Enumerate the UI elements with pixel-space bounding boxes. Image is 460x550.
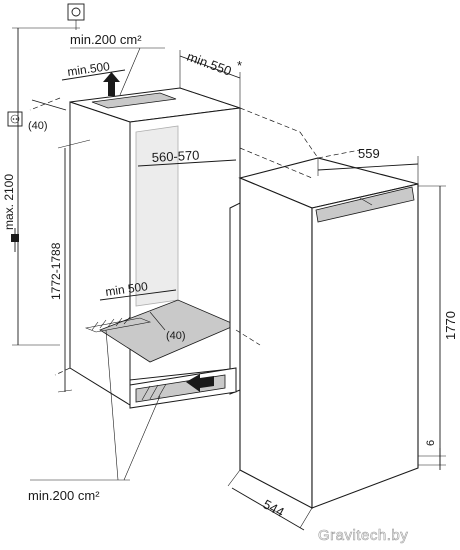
appliance-width-line	[317, 163, 419, 171]
plinth-label: 6	[425, 440, 437, 446]
control-strip-mark	[359, 197, 373, 206]
appliance-depth-line	[231, 487, 305, 531]
airflow-in-arrow	[186, 374, 214, 392]
max-height-label: max. 2100	[2, 174, 16, 230]
arrow-up-icon	[103, 72, 120, 82]
appliance	[238, 157, 419, 509]
niche	[69, 87, 241, 409]
niche-depth-line	[179, 55, 241, 79]
niche-width-label: 560-570	[151, 148, 199, 165]
dimension-lines	[12, 27, 446, 531]
bottom-vent-opening	[84, 317, 152, 333]
vent-top-label: min.200 cm²	[70, 32, 142, 47]
niche-width-line	[137, 159, 237, 167]
niche-height-label: 1772-1788	[49, 242, 63, 300]
appliance-width-label: 559	[358, 146, 380, 161]
ground-symbol-icon	[67, 3, 85, 30]
vent-bottom-label: min.200 cm²	[28, 488, 100, 503]
appliance-control-strip	[315, 186, 415, 223]
plug-icon	[11, 228, 19, 252]
airflow-up-arrow	[103, 72, 120, 96]
niche-left-wall	[69, 101, 131, 406]
top-depth-label: min.500	[66, 59, 111, 79]
power-socket-icon	[7, 111, 23, 127]
niche-right-panel	[229, 202, 241, 395]
top-offset-label: (40)	[28, 120, 48, 132]
appliance-front	[311, 183, 419, 509]
bottom-depth-line	[99, 289, 177, 301]
bottom-vent-hatching	[91, 316, 131, 331]
top-offset-line	[31, 99, 67, 111]
appliance-side	[239, 177, 313, 509]
arrow-left-icon	[186, 374, 214, 392]
plinth-hatching	[141, 383, 167, 401]
bottom-depth-label: min 500	[104, 279, 149, 299]
watermark: Gravitech.by	[318, 527, 408, 544]
appliance-depth-label: 544	[261, 496, 287, 519]
appliance-height-label: 1770	[443, 311, 458, 340]
top-vent-opening	[91, 92, 177, 109]
niche-depth-label: min.550	[185, 49, 234, 79]
top-depth-line	[61, 69, 126, 81]
asterisk-label: *	[237, 58, 242, 73]
bottom-offset-label: (40)	[166, 330, 186, 342]
